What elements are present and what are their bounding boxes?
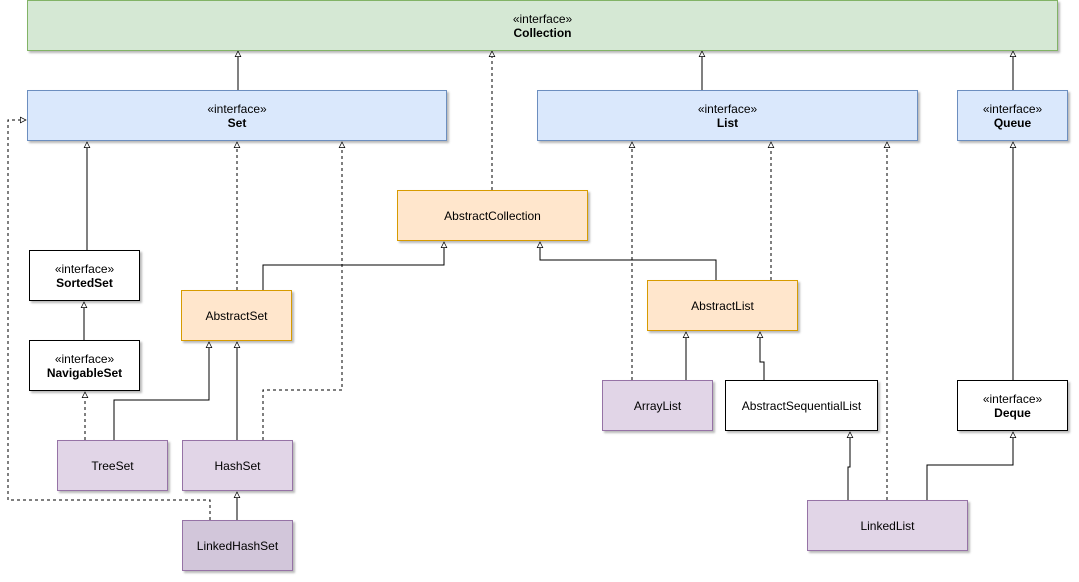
edge-hashset-set [262, 142, 342, 440]
abstract-list-name: AbstractList [691, 298, 754, 313]
queue-name: Queue [993, 115, 1032, 130]
edge-treeset-abstractset [113, 342, 209, 440]
list-stereotype: «interface» [697, 101, 758, 116]
collection-name: Collection [513, 25, 572, 40]
edge-linkedlist-abstractsequentiallist [848, 432, 850, 500]
set-name: Set [227, 115, 247, 130]
sorted-set-interface-box[interactable]: «interface» SortedSet [29, 250, 140, 301]
tree-set-name: TreeSet [91, 458, 134, 473]
set-stereotype: «interface» [207, 101, 267, 116]
tree-set-box[interactable]: TreeSet [57, 440, 168, 491]
abstract-collection-name: AbstractCollection [444, 208, 541, 223]
linked-hash-set-name: LinkedHashSet [196, 538, 279, 553]
linked-hash-set-box[interactable]: LinkedHashSet [182, 520, 293, 571]
edge-abstractlist-abstractcollection [540, 242, 717, 280]
hash-set-name: HashSet [214, 458, 261, 473]
linked-list-name: LinkedList [860, 518, 915, 533]
edge-abstractset-abstractcollection [262, 242, 444, 290]
sorted-set-stereotype: «interface» [54, 261, 115, 276]
navigable-set-stereotype: «interface» [54, 351, 115, 366]
set-interface-box[interactable]: «interface» Set [27, 90, 447, 141]
abstract-sequential-list-box[interactable]: AbstractSequentialList [725, 380, 878, 431]
navigable-set-name: NavigableSet [46, 365, 123, 380]
abstract-sequential-list-name: AbstractSequentialList [741, 398, 862, 413]
edge-abstractsequentiallist-abstractlist [760, 332, 765, 380]
hash-set-box[interactable]: HashSet [182, 440, 293, 491]
list-interface-box[interactable]: «interface» List [537, 90, 918, 141]
collection-interface-box[interactable]: «interface» Collection [27, 0, 1058, 51]
deque-interface-box[interactable]: «interface» Deque [957, 380, 1068, 431]
navigable-set-interface-box[interactable]: «interface» NavigableSet [29, 340, 140, 391]
abstract-list-box[interactable]: AbstractList [647, 280, 798, 331]
linked-list-box[interactable]: LinkedList [807, 500, 968, 551]
abstract-set-name: AbstractSet [205, 308, 268, 323]
deque-stereotype: «interface» [982, 391, 1043, 406]
edge-linkedlist-deque [926, 432, 1013, 500]
deque-name: Deque [994, 405, 1031, 420]
abstract-collection-box[interactable]: AbstractCollection [397, 190, 588, 241]
abstract-set-box[interactable]: AbstractSet [181, 290, 292, 341]
array-list-box[interactable]: ArrayList [602, 380, 713, 431]
list-name: List [716, 115, 739, 130]
collection-stereotype: «interface» [512, 11, 573, 26]
edge-linkedhashset-set [7, 120, 211, 520]
array-list-name: ArrayList [633, 398, 682, 413]
queue-interface-box[interactable]: «interface» Queue [957, 90, 1068, 141]
sorted-set-name: SortedSet [56, 275, 113, 290]
queue-stereotype: «interface» [982, 101, 1043, 116]
